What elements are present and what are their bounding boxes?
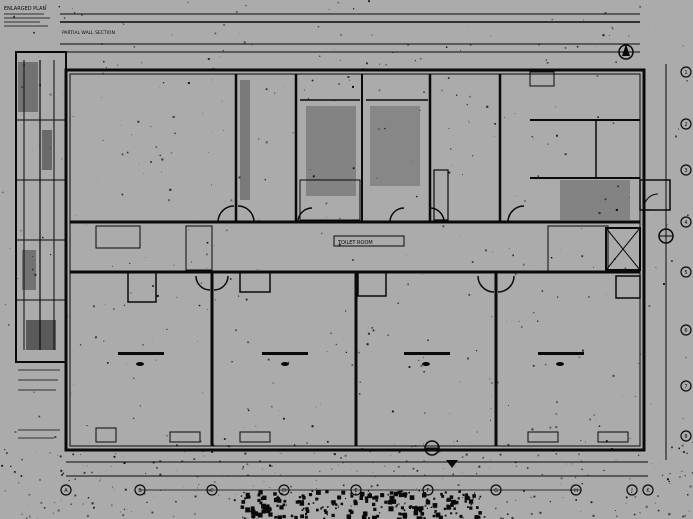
section-marker-icon [424,440,458,468]
grid-bubble: C [206,484,218,496]
svg-text:J: J [630,488,632,494]
grid-bubble: K [642,484,654,496]
svg-text:G: G [494,488,498,494]
svg-text:2: 2 [684,122,687,128]
svg-text:4: 4 [684,220,687,226]
building-outline [64,68,646,452]
header-note: ENLARGED PLAN [4,6,47,12]
top-dimension-strip [60,13,640,53]
grid-bubbles-right: 1 2 3 4 5 6 7 8 [680,66,692,442]
grid-bubble: 7 [680,380,692,392]
grid-bubble: 5 [680,266,692,278]
grid-bubble: 4 [680,216,692,228]
svg-text:B: B [138,488,142,494]
header-notes: ENLARGED PLAN PARTIAL WALL SECTION [4,6,115,36]
grid-bubble: 2 [680,118,692,130]
svg-text:F: F [427,488,430,494]
bottom-dimension-strip [66,461,648,491]
north-arrow-icon [618,44,634,60]
svg-text:3: 3 [684,168,687,174]
left-wall-section [15,51,67,439]
svg-text:D: D [282,488,286,494]
svg-text:E: E [354,488,357,494]
svg-text:6: 6 [684,328,687,334]
grid-bubble: D [278,484,290,496]
svg-text:-: - [150,124,152,130]
lower-rooms [95,271,641,446]
svg-text:8: 8 [684,434,687,440]
grid-bubble: 3 [680,164,692,176]
svg-text:A: A [64,488,68,494]
grid-bubble: E [350,484,362,496]
svg-text:C: C [210,488,214,494]
svg-text:1: 1 [684,70,687,76]
section-marker-icon [658,228,674,244]
grid-bubble: 1 [680,66,692,78]
grid-bubble: B [134,484,146,496]
grid-bubble: G [490,484,502,496]
grid-bubble: J [626,484,638,496]
svg-text:5: 5 [684,270,687,276]
svg-text:H: H [574,488,578,494]
grid-bubble: A [60,484,72,496]
svg-text:7: 7 [684,384,687,390]
grid-bubble: 6 [680,324,692,336]
grid-bubble: H [570,484,582,496]
svg-text:K: K [646,488,650,494]
door-swings-north [217,205,525,223]
corridor-label: TOILET ROOM [337,240,373,246]
svg-text:-: - [448,126,450,132]
stair-core [605,179,671,271]
grid-bubble: 8 [680,430,692,442]
header-subtitle: PARTIAL WALL SECTION [62,30,115,36]
grid-bubble: F [422,484,434,496]
upper-rooms: - - [70,71,640,224]
